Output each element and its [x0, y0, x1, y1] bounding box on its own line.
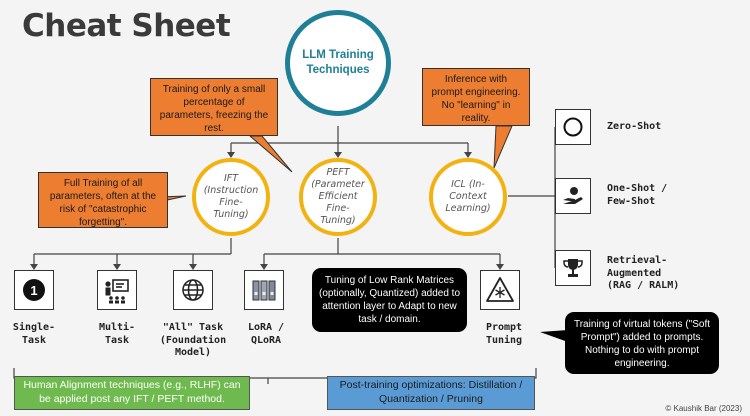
credit-text: © Kaushik Bar (2023): [665, 404, 742, 413]
page-title: Cheat Sheet: [22, 8, 231, 44]
peft-node: PEFT (Parameter Efficient Fine- Tuning): [299, 158, 377, 236]
globe-icon: [182, 279, 204, 301]
warning-snowflake-icon: [486, 277, 514, 302]
trophy-icon: [563, 259, 583, 277]
human-alignment-bar: Human Alignment techniques (e.g., RLHF) …: [14, 376, 250, 410]
few-shot-box: [555, 178, 591, 214]
lora-box: [244, 270, 284, 310]
prompt-tuning-label: Prompt Tuning: [485, 322, 523, 346]
presenter-board-icon: [105, 279, 129, 304]
svg-text:1: 1: [30, 283, 37, 298]
zero-shot-label: Zero-Shot: [607, 121, 662, 132]
empty-circle-icon: [563, 117, 583, 137]
rag-box: [555, 250, 591, 286]
llm-training-techniques-hub: LLM Training Techniques: [285, 10, 391, 116]
icl-node: ICL (In- Context Learning): [429, 158, 507, 236]
all-task-box: [173, 270, 213, 310]
ift-node: IFT (Instruction Fine- Tuning): [192, 158, 270, 236]
stacked-binders-icon: [252, 280, 276, 301]
prompt-tuning-box: [480, 270, 520, 310]
multi-task-label: Multi- Task: [98, 322, 136, 346]
zero-shot-box: [555, 109, 591, 145]
single-task-box: 1: [14, 270, 54, 310]
post-training-bar: Post-training optimizations: Distillatio…: [327, 376, 535, 410]
peft-callout: Training of only a small percentage of p…: [150, 78, 278, 136]
hub-label: LLM Training Techniques: [302, 49, 374, 76]
all-task-label: "All" Task (Foundation Model): [159, 322, 227, 358]
multi-task-box: [97, 270, 137, 310]
lora-label: LoRA / QLoRA: [247, 322, 285, 346]
number-one-icon: 1: [23, 279, 45, 301]
single-task-label: Single- Task: [12, 322, 56, 346]
hand-coin-icon: [563, 187, 583, 204]
lora-callout: Tuning of Low Rank Matrices (optionally,…: [312, 268, 467, 332]
few-shot-label: One-Shot / Few-Shot: [607, 183, 668, 207]
ift-callout: Full Training of all parameters, often a…: [38, 172, 168, 228]
rag-label: Retrieval- Augmented (RAG / RALM): [607, 255, 680, 291]
prompt-tuning-callout: Training of virtual tokens ("Soft Prompt…: [565, 312, 719, 374]
icl-callout: Inference with prompt engineering. No "l…: [422, 68, 530, 126]
